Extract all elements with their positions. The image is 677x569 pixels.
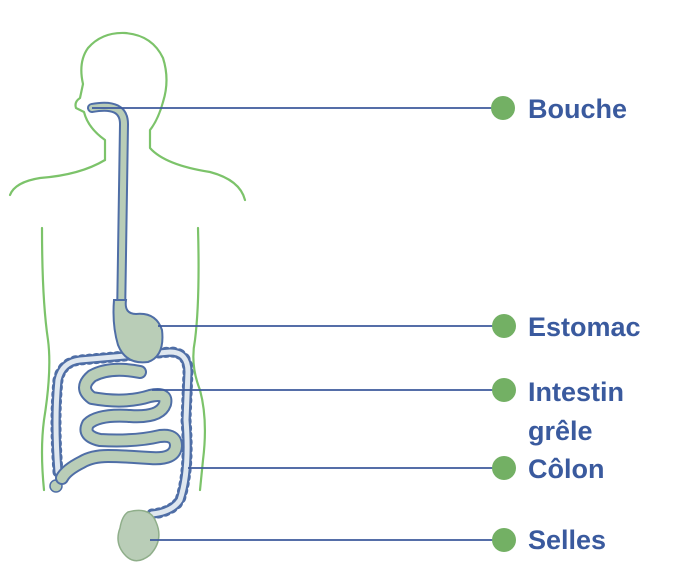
label-selles: Selles [528, 525, 606, 556]
left-shoulder-outline [10, 160, 105, 195]
label-intestin-line2: grêle [528, 416, 593, 447]
dot-estomac [492, 314, 516, 338]
rectum [118, 510, 159, 560]
dot-bouche [491, 96, 515, 120]
label-bouche: Bouche [528, 94, 627, 125]
head-and-neck-outline [76, 33, 246, 200]
label-intestin-line1: Intestin [528, 377, 624, 408]
dot-intestin [492, 378, 516, 402]
label-colon: Côlon [528, 454, 604, 485]
label-dots [491, 96, 516, 552]
dot-selles [492, 528, 516, 552]
left-torso-outline [42, 228, 49, 490]
dot-colon [492, 456, 516, 480]
right-torso-outline [193, 228, 205, 490]
label-estomac: Estomac [528, 312, 641, 343]
